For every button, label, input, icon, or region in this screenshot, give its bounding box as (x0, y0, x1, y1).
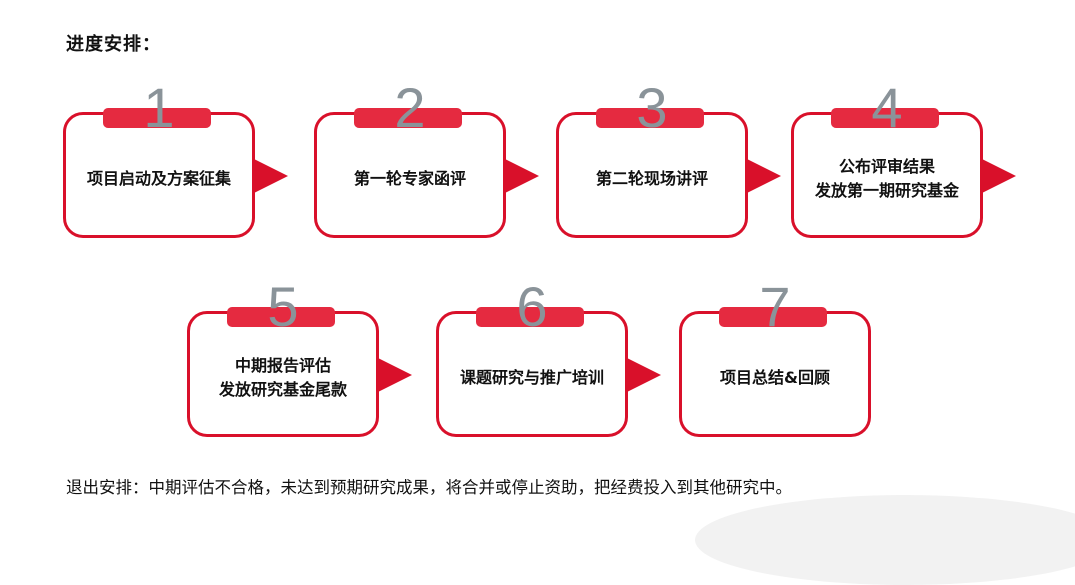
step-number: 5 (267, 275, 299, 338)
step-label: 公布评审结果 发放第一期研究基金 (815, 147, 959, 203)
step-2: 第一轮专家函评 2 (314, 78, 539, 238)
step-label-line: 项目总结&回顾 (720, 368, 830, 387)
step-label-line: 第二轮现场讲评 (595, 169, 708, 188)
step-6: 课题研究与推广培训 6 (436, 277, 661, 437)
arrow-right-icon (378, 358, 412, 392)
step-box: 项目总结&回顾 (679, 311, 871, 437)
step-3: 第二轮现场讲评 3 (556, 78, 781, 238)
step-label-line: 公布评审结果 (838, 157, 935, 176)
page-heading: 进度安排： (66, 34, 161, 55)
arrow-right-icon (254, 159, 288, 193)
step-label-line: 项目启动及方案征集 (86, 169, 231, 188)
step-tab (354, 108, 462, 128)
step-number: 7 (759, 275, 791, 338)
step-tab (476, 307, 584, 327)
step-label-line: 中期报告评估 (234, 356, 331, 375)
step-label-line: 第一轮专家函评 (353, 169, 466, 188)
step-number: 3 (636, 76, 668, 139)
step-label: 项目总结&回顾 (720, 358, 830, 390)
step-label-line: 发放第一期研究基金 (814, 181, 959, 200)
step-label: 项目启动及方案征集 (87, 159, 231, 191)
step-1: 项目启动及方案征集 1 (63, 78, 288, 238)
arrow-right-icon (982, 159, 1016, 193)
arrow-right-icon (627, 358, 661, 392)
arrow-right-icon (505, 159, 539, 193)
step-box: 第一轮专家函评 (314, 112, 506, 238)
arrow-right-icon (747, 159, 781, 193)
step-tab (227, 307, 335, 327)
step-tab (831, 108, 939, 128)
step-label-line: 课题研究与推广培训 (459, 368, 604, 387)
step-label: 第一轮专家函评 (354, 159, 466, 191)
step-box: 项目启动及方案征集 (63, 112, 255, 238)
step-label: 课题研究与推广培训 (460, 358, 604, 390)
step-label-line: 发放研究基金尾款 (218, 380, 347, 399)
step-7: 项目总结&回顾 7 (679, 277, 871, 437)
step-5: 中期报告评估 发放研究基金尾款 5 (187, 277, 412, 437)
step-number: 6 (516, 275, 548, 338)
step-tab (719, 307, 827, 327)
decorative-swoosh (695, 495, 1075, 585)
step-box: 第二轮现场讲评 (556, 112, 748, 238)
step-number: 2 (394, 76, 426, 139)
step-tab (596, 108, 704, 128)
exit-arrangement-note: 退出安排：中期评估不合格，未达到预期研究成果，将合并或停止资助，把经费投入到其他… (66, 478, 792, 497)
step-tab (103, 108, 211, 128)
step-box: 中期报告评估 发放研究基金尾款 (187, 311, 379, 437)
step-number: 4 (871, 76, 903, 139)
step-label: 中期报告评估 发放研究基金尾款 (219, 346, 347, 402)
step-4: 公布评审结果 发放第一期研究基金 4 (791, 78, 1016, 238)
step-number: 1 (143, 76, 175, 139)
step-label: 第二轮现场讲评 (596, 159, 708, 191)
